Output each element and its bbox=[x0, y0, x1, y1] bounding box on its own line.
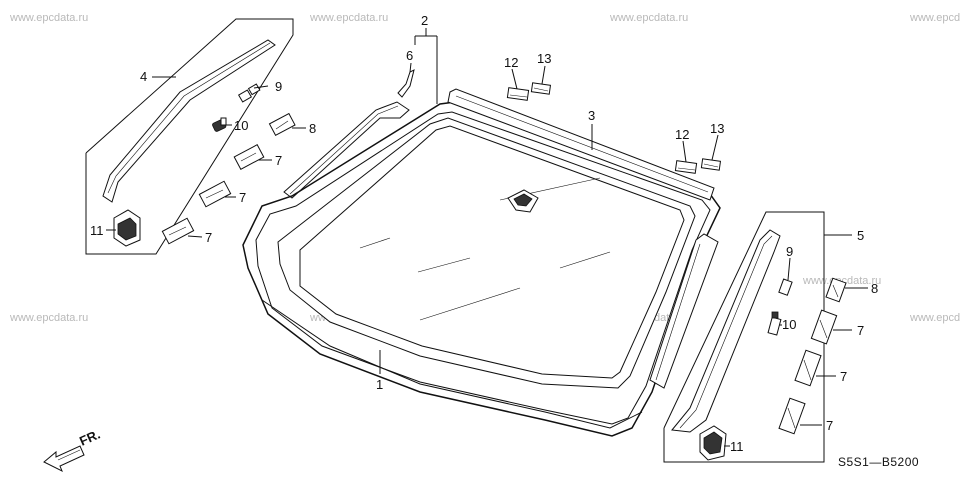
right-roof-molding bbox=[671, 229, 781, 433]
front-label: FR. bbox=[77, 427, 102, 449]
glass-reflection bbox=[559, 251, 611, 269]
callout-7: 7 bbox=[205, 230, 212, 245]
front-direction-indicator: FR. bbox=[43, 427, 102, 473]
right-side-molding bbox=[649, 233, 719, 389]
clip-7-left-b bbox=[198, 180, 232, 208]
callout-13: 13 bbox=[710, 121, 724, 136]
windshield-glass bbox=[277, 117, 696, 389]
right-molding-group bbox=[663, 211, 825, 463]
callout-8: 8 bbox=[871, 281, 878, 296]
front-arrow-icon bbox=[43, 445, 85, 473]
lower-seal-line bbox=[261, 299, 643, 429]
clip-12-top bbox=[506, 87, 530, 101]
watermark-text: www.epcdata.ru bbox=[909, 312, 960, 324]
clip-11-right bbox=[699, 425, 727, 461]
clip-12-mid bbox=[674, 160, 698, 174]
clip-7-right-c bbox=[778, 397, 806, 435]
clip-11-left bbox=[113, 209, 141, 247]
clip-7-right-b bbox=[794, 349, 822, 387]
left-roof-molding bbox=[102, 39, 276, 203]
windshield-glass-inner bbox=[299, 125, 685, 379]
roof-molding-3 bbox=[447, 88, 715, 201]
upper-side-molding bbox=[283, 101, 410, 199]
watermark-text: www.epcdata.ru bbox=[9, 12, 88, 24]
left-molding-group bbox=[85, 18, 296, 255]
clip-13-mid bbox=[700, 158, 722, 171]
callout-9: 9 bbox=[786, 244, 793, 259]
clip-13-top bbox=[530, 82, 552, 95]
right-leaders bbox=[724, 234, 868, 447]
callout-5: 5 bbox=[857, 228, 864, 243]
clip-9-left bbox=[237, 83, 261, 103]
callout-4: 4 bbox=[140, 69, 147, 84]
callout-10: 10 bbox=[782, 317, 796, 332]
weatherstrip-small bbox=[283, 69, 415, 199]
watermark-text: www.epcdata.ru bbox=[9, 312, 88, 324]
callout-11: 11 bbox=[90, 223, 104, 238]
callout-7: 7 bbox=[840, 369, 847, 384]
callout-2: 2 bbox=[421, 13, 428, 28]
clip-8-right bbox=[825, 277, 847, 303]
glass-reflection bbox=[359, 237, 391, 249]
left-leaders bbox=[106, 76, 306, 238]
watermark-text: www.epcdata.ru bbox=[609, 12, 688, 24]
glass-reflection bbox=[419, 287, 521, 321]
windshield-dam bbox=[255, 111, 711, 425]
watermark-text: www.epcdata.ru bbox=[309, 12, 388, 24]
callout-6: 6 bbox=[406, 48, 413, 63]
top-leaders bbox=[379, 28, 719, 374]
watermark-text: www.epcdata.ru bbox=[909, 12, 960, 24]
left-group-outline bbox=[85, 18, 294, 255]
callout-13: 13 bbox=[537, 51, 551, 66]
callout-7: 7 bbox=[826, 418, 833, 433]
windshield-outer-seal bbox=[242, 101, 721, 437]
callout-11: 11 bbox=[730, 439, 744, 454]
left-roof-molding-edge bbox=[107, 42, 271, 194]
clip-7-right-a bbox=[810, 309, 838, 345]
clip-10-left bbox=[212, 117, 227, 132]
clip-8-left bbox=[268, 112, 296, 137]
callout-7: 7 bbox=[275, 153, 282, 168]
callout-9: 9 bbox=[275, 79, 282, 94]
clip-10-right bbox=[767, 311, 782, 336]
callout-12: 12 bbox=[504, 55, 518, 70]
right-a-pillar-molding bbox=[649, 233, 719, 389]
clip-7-left-c bbox=[161, 217, 195, 245]
clip-6 bbox=[397, 69, 415, 98]
callout-10: 10 bbox=[234, 118, 248, 133]
upper-molding bbox=[447, 88, 715, 201]
callout-7: 7 bbox=[857, 323, 864, 338]
callout-12: 12 bbox=[675, 127, 689, 142]
clip-7-left-a bbox=[233, 144, 265, 170]
windshield-assembly bbox=[242, 101, 721, 437]
callout-1: 1 bbox=[376, 377, 383, 392]
callout-7: 7 bbox=[239, 190, 246, 205]
callouts: 1 2 3 4 5 6 7 7 7 7 7 7 8 8 9 9 10 10 11… bbox=[90, 13, 878, 454]
callout-3: 3 bbox=[588, 108, 595, 123]
callout-8: 8 bbox=[309, 121, 316, 136]
diagram-code: S5S1—B5200 bbox=[838, 455, 919, 469]
clip-9-right bbox=[778, 278, 793, 296]
glass-reflection bbox=[417, 257, 471, 273]
